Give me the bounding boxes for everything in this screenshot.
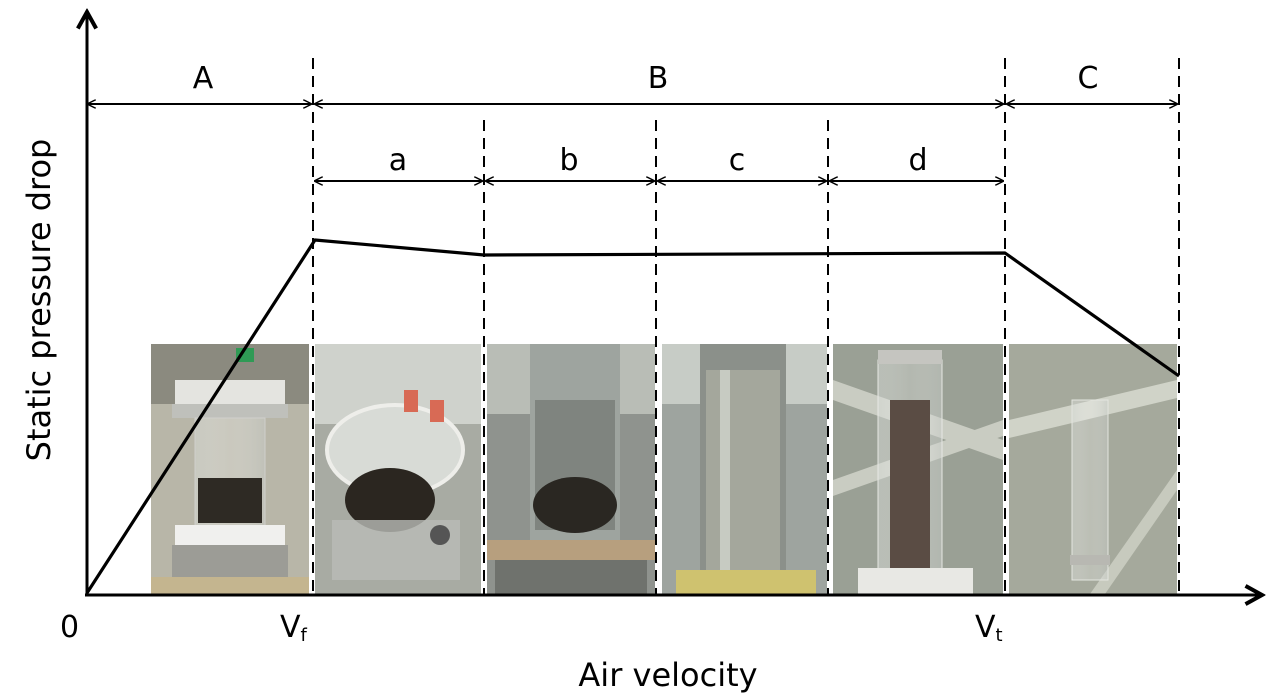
vf-label-sub: f [301, 625, 308, 646]
photo-packed-bed [151, 344, 309, 594]
axes [85, 12, 1262, 595]
region-label-b: B [648, 61, 669, 96]
x-axis-label: Air velocity [578, 656, 757, 694]
origin-label: 0 [60, 610, 79, 645]
region-label-a: A [193, 61, 214, 96]
photo-bubbling-bed [487, 344, 655, 594]
subregion-label-c: c [729, 143, 746, 178]
vt-label-base: V [975, 610, 996, 645]
region-arrows [88, 104, 1177, 181]
vf-label: Vf [280, 610, 308, 646]
region-boundaries [312, 58, 1180, 596]
photo-strip [151, 344, 1177, 594]
vt-label-sub: t [996, 625, 1003, 646]
pressure-drop-curve [85, 238, 1180, 594]
photo-pneumatic-transport [1009, 344, 1177, 594]
vf-label-base: V [280, 610, 301, 645]
photo-incipient-fluidization [315, 344, 481, 594]
y-axis-label: Static pressure drop [20, 139, 58, 462]
photo-fast-fluidization [833, 344, 1003, 594]
photo-turbulent-bed [662, 344, 827, 594]
subregion-label-b: b [559, 143, 578, 178]
subregion-label-a: a [389, 143, 407, 178]
vt-label: Vt [975, 610, 1003, 646]
region-label-c: C [1078, 61, 1099, 96]
subregion-label-d: d [908, 143, 927, 178]
